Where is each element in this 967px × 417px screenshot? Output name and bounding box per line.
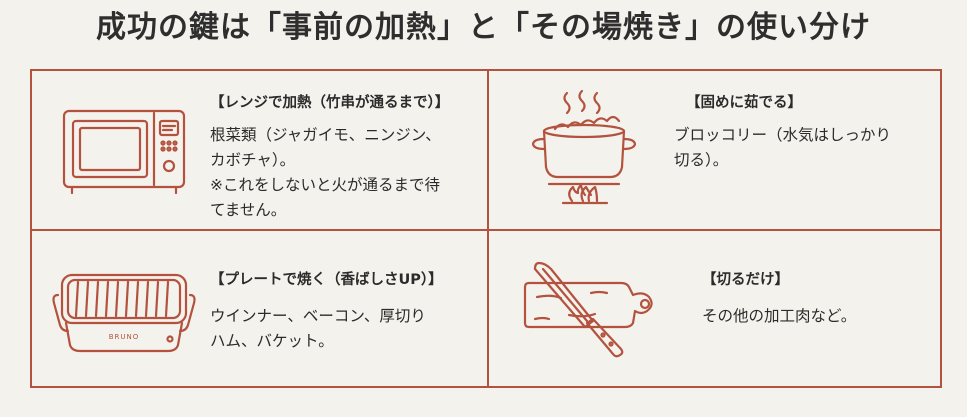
cell-heading: 【切るだけ】 (702, 272, 789, 288)
cell-microwave: 【レンジで加熱（竹串が通るまで）】 根菜類（ジャガイモ、ニンジン、 カボチャ）。… (32, 71, 487, 229)
knife-cutting-board-icon (523, 261, 653, 358)
cell-body: 根菜類（ジャガイモ、ニンジン、 カボチャ）。 ※これをしないと火が通るまで待 て… (210, 126, 441, 219)
cell-body: ブロッコリー（水気はしっかり 切る）。 (674, 126, 892, 169)
cell-cut: 【切るだけ】 その他の加工肉など。 (489, 231, 940, 388)
page-title: 成功の鍵は「事前の加熱」と「その場焼き」の使い分け (96, 10, 871, 45)
cell-hot-plate: BRUNO 【プレートで焼く（香ばしさUP）】 ウインナー、ベーコン、厚切り ハ… (32, 231, 487, 388)
microwave-icon (62, 109, 186, 195)
cell-boil: 【固めに茹でる】 ブロッコリー（水気はしっかり 切る）。 (489, 71, 940, 229)
cell-body: ウインナー、ベーコン、厚切り ハム、バケット。 (210, 307, 426, 350)
cell-heading: 【レンジで加熱（竹串が通るまで）】 (210, 95, 450, 111)
cell-heading: 【固めに茹でる】 (686, 95, 802, 111)
boiling-pot-icon (531, 89, 637, 205)
hot-plate-brand-label: BRUNO (108, 333, 140, 341)
grid-divider-horizontal (32, 229, 940, 231)
info-grid: 【レンジで加熱（竹串が通るまで）】 根菜類（ジャガイモ、ニンジン、 カボチャ）。… (30, 69, 942, 388)
cell-body: その他の加工肉など。 (702, 307, 857, 325)
grid-divider-vertical (487, 71, 489, 386)
cell-heading: 【プレートで焼く（香ばしさUP）】 (210, 272, 443, 288)
hot-plate-icon (52, 273, 196, 353)
